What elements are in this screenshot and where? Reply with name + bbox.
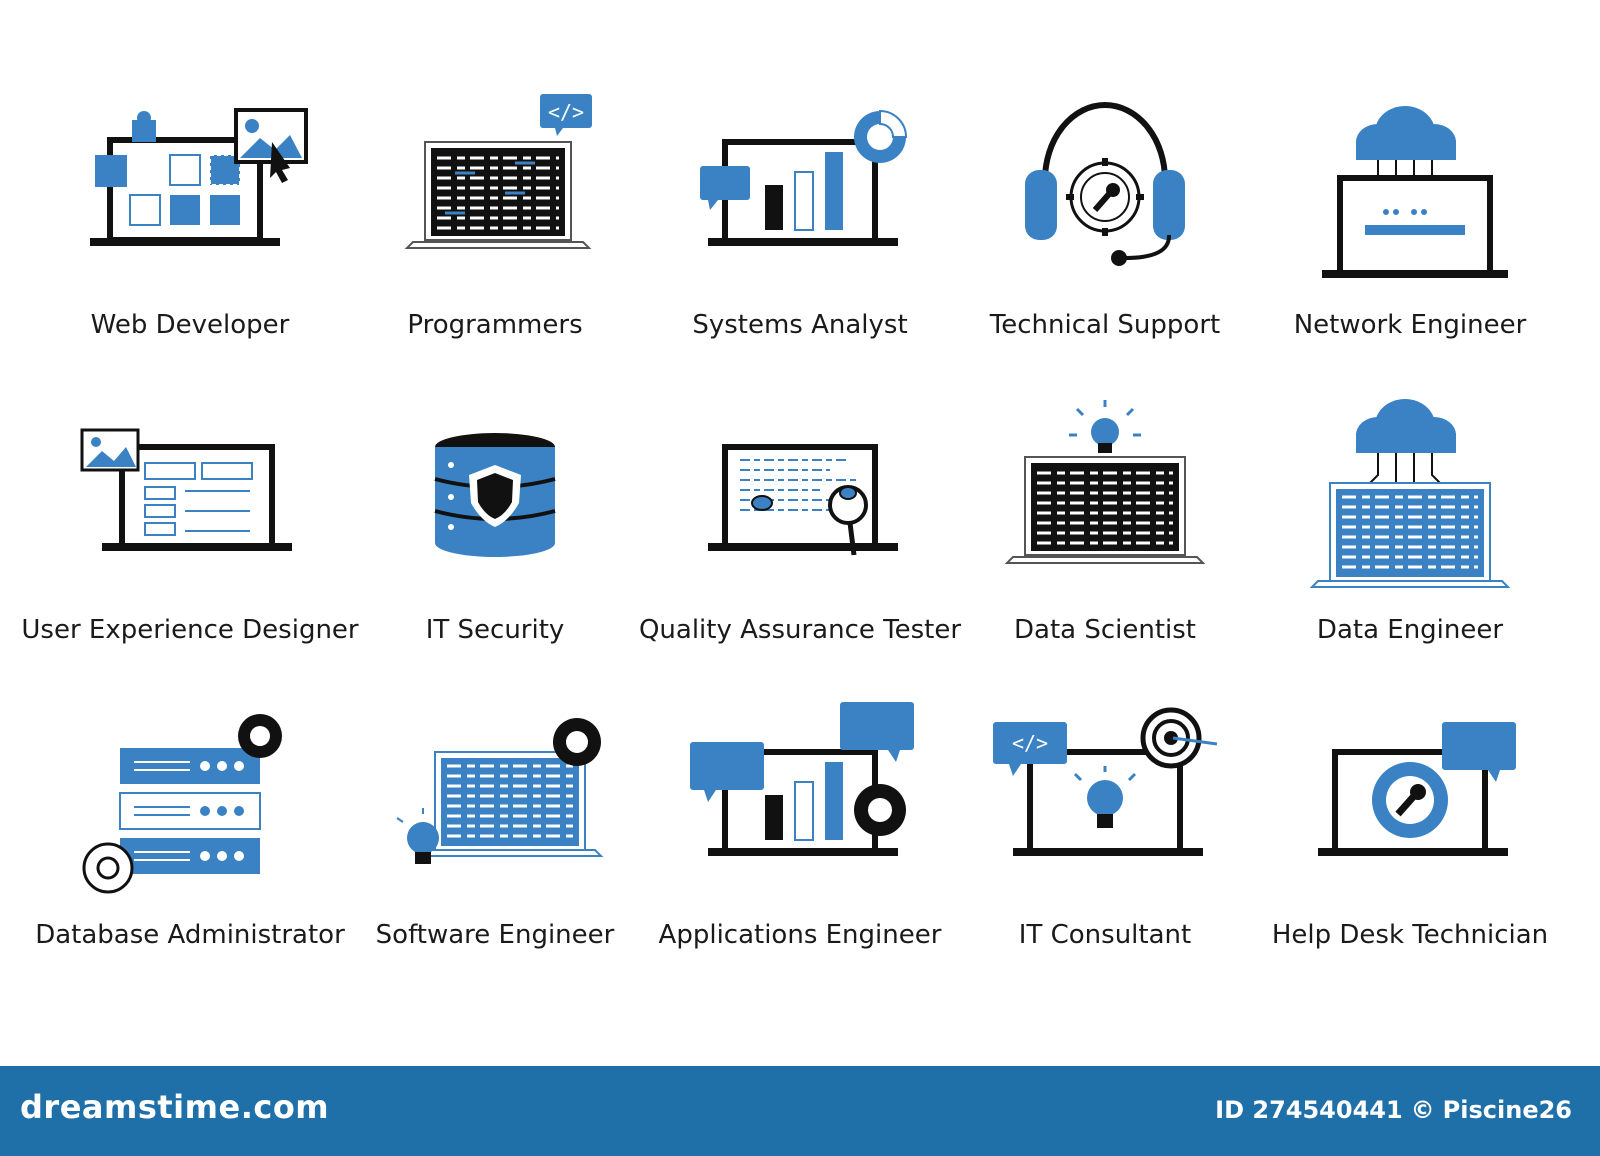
- applications-engineer-icon: [690, 702, 914, 856]
- tile-it-security: IT Security: [340, 305, 650, 645]
- it-security-icon: [434, 433, 556, 557]
- copyright-symbol: ©: [1410, 1096, 1435, 1124]
- database-administrator-icon: [82, 714, 282, 894]
- ux-designer-icon: [80, 428, 292, 551]
- item-label: Systems Analyst: [692, 310, 908, 340]
- image-id: ID 274540441: [1215, 1096, 1403, 1124]
- tile-programmers: </> Programmers: [340, 0, 650, 340]
- tile-help-desk-technician: Help Desk Technician: [1255, 610, 1565, 950]
- software-engineer-icon: [396, 718, 604, 864]
- icon-grid: Web Developer </> Programmers: [21, 0, 1565, 950]
- item-label: Software Engineer: [375, 920, 615, 950]
- tile-data-engineer: Data Engineer: [1255, 305, 1565, 645]
- item-label: Applications Engineer: [658, 920, 942, 950]
- tile-web-developer: Web Developer: [35, 0, 345, 340]
- help-desk-technician-icon: [1318, 722, 1516, 856]
- data-engineer-icon: [1309, 399, 1511, 588]
- tile-systems-analyst: Systems Analyst: [645, 0, 955, 340]
- item-label: IT Consultant: [1018, 920, 1192, 950]
- item-label: Network Engineer: [1293, 310, 1527, 340]
- item-label: User Experience Designer: [21, 615, 359, 645]
- tile-technical-support: Technical Support: [950, 0, 1260, 340]
- tile-data-scientist: Data Scientist: [950, 305, 1260, 645]
- tile-ux-designer: User Experience Designer: [21, 305, 359, 645]
- author-name: Piscine26: [1442, 1096, 1572, 1124]
- programmers-icon: </>: [404, 94, 592, 249]
- item-label: IT Security: [425, 615, 565, 645]
- network-engineer-icon: [1322, 106, 1508, 278]
- tile-applications-engineer: Applications Engineer: [645, 610, 955, 950]
- brand-logo: dreamstime.com: [20, 1088, 330, 1126]
- tile-network-engineer: Network Engineer: [1255, 0, 1565, 340]
- technical-support-icon: [1025, 102, 1185, 266]
- tile-qa-tester: Quality Assurance Tester: [639, 305, 961, 645]
- it-consultant-icon: </>: [993, 707, 1218, 856]
- image-credit: ID 274540441©Piscine26: [1207, 1096, 1572, 1124]
- item-label: Database Administrator: [35, 920, 345, 950]
- data-scientist-icon: [1004, 400, 1206, 564]
- item-label: Quality Assurance Tester: [638, 615, 962, 645]
- tile-it-consultant: </> IT Consultant: [950, 610, 1260, 950]
- svg-text:</>: </>: [548, 100, 584, 124]
- item-label: Web Developer: [90, 310, 290, 340]
- item-label: Programmers: [407, 310, 583, 340]
- svg-text:</>: </>: [1012, 731, 1048, 755]
- tile-software-engineer: Software Engineer: [340, 610, 650, 950]
- qa-tester-icon: [708, 444, 898, 556]
- item-label: Technical Support: [989, 310, 1221, 340]
- item-label: Data Scientist: [1014, 615, 1196, 645]
- systems-analyst-icon: [700, 109, 908, 246]
- item-label: Data Engineer: [1316, 615, 1504, 645]
- tile-database-administrator: Database Administrator: [35, 610, 345, 950]
- footer-bar: dreamstime.com ID 274540441©Piscine26: [0, 1066, 1600, 1156]
- item-label: Help Desk Technician: [1271, 920, 1549, 950]
- web-developer-icon: [90, 108, 308, 246]
